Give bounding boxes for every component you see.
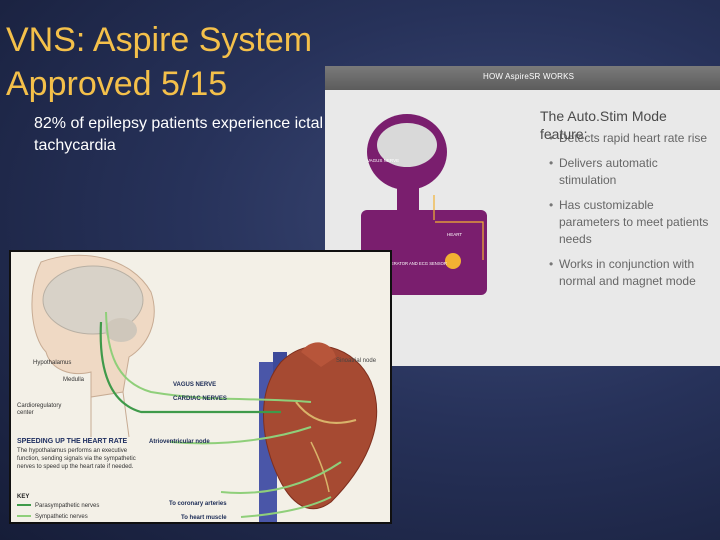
medulla-label: Medulla <box>63 377 84 384</box>
vagus-nerve-label: VAGUS NERVE <box>173 382 216 389</box>
heart-nerve-figure: Hypothalamus Medulla Cardioregulatory ce… <box>9 250 392 524</box>
panel-header-text: HOW AspireSR WORKS <box>483 72 574 81</box>
key-parasympathetic: Parasympathetic nerves <box>17 503 99 509</box>
vagus-nerve-label: VAGUS NERVE <box>367 158 399 163</box>
slide-subtitle: 82% of epilepsy patients experience icta… <box>34 113 324 157</box>
cardiac-nerves-label: CARDIAC NERVES <box>173 396 227 403</box>
sympathetic-swatch <box>17 515 31 517</box>
list-item: Works in conjunction with normal and mag… <box>549 256 714 290</box>
list-item: Has customizable parameters to meet pati… <box>549 197 714 248</box>
speed-heart-rate-title: SPEEDING UP THE HEART RATE <box>17 438 127 446</box>
parasympathetic-swatch <box>17 504 31 506</box>
speed-heart-rate-text: The hypothalamus performs an executive f… <box>17 447 137 471</box>
autostim-overlay-text: The Auto.Stim Mode feature: <box>540 107 710 143</box>
heart-label: HEART <box>447 232 462 237</box>
hypothalamus-label: Hypothalamus <box>33 360 71 367</box>
cardioregulatory-label: Cardioregulatory center <box>17 403 77 417</box>
neck-shape <box>397 186 419 212</box>
key-sympathetic: Sympathetic nerves <box>17 514 88 520</box>
list-item: Delivers automatic stimulation <box>549 155 714 189</box>
pulse-generator <box>445 253 461 269</box>
sinoatrial-node-label: Sinoatrial node <box>336 358 376 364</box>
av-node-label: Atrioventricular node <box>149 439 210 446</box>
feature-list: Detects rapid heart rate rise Delivers a… <box>549 130 714 298</box>
key-title: KEY <box>17 494 29 500</box>
panel-header-bar: HOW AspireSR WORKS <box>325 66 720 90</box>
heart-muscle-label: To heart muscle <box>181 515 227 522</box>
coronary-label: To coronary arteries <box>169 501 227 508</box>
